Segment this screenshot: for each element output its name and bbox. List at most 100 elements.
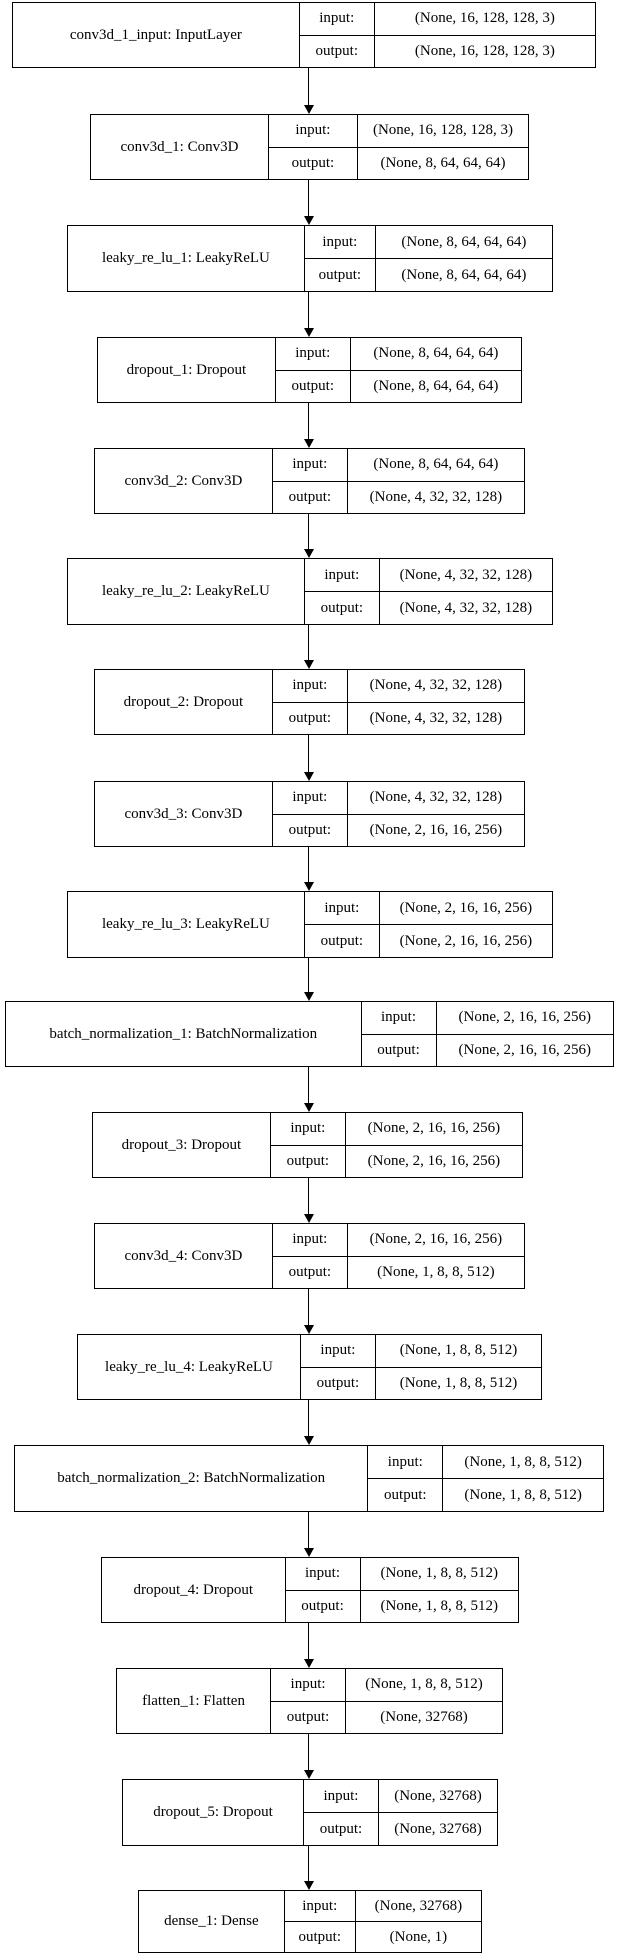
layer-name: dropout_3: Dropout [93, 1113, 271, 1177]
input-row: input:(None, 8, 64, 64, 64) [273, 449, 524, 481]
output-row: output: (None, 8, 64, 64, 64) [268, 146, 528, 179]
io-table: input: (None, 1, 8, 8, 512) output: (None, … [300, 1335, 541, 1399]
output-label: output: [304, 1813, 379, 1845]
output-row: output: (None, 1, 8, 8, 512) [272, 1255, 524, 1288]
io-table: input:(None, 2, 16, 16, 256)output:(None… [272, 1224, 524, 1288]
arrowhead-icon [304, 772, 314, 781]
output-label: output: [305, 925, 380, 957]
output-row: output: (None, 16, 128, 128, 3) [299, 34, 595, 67]
input-shape: (None, 1, 8, 8, 512) [365, 1676, 483, 1693]
input-label: input: [301, 1335, 376, 1367]
arrowhead-icon [304, 992, 314, 1001]
output-shape: (None, 8, 64, 64, 64) [380, 154, 506, 171]
input-row: input:(None, 1, 8, 8, 512) [271, 1669, 502, 1701]
input-label: input: [269, 115, 358, 147]
input-label: input: [285, 1891, 356, 1921]
output-label: output: [300, 35, 375, 67]
arrowhead-icon [304, 1103, 314, 1112]
arrowhead-icon [304, 549, 314, 558]
layer-name: conv3d_3: Conv3D [95, 782, 273, 846]
arrowhead-icon [304, 1436, 314, 1445]
layer-name: dropout_5: Dropout [123, 1780, 304, 1845]
output-shape: (None, 1, 8, 8, 512) [377, 1263, 495, 1280]
arrowhead-icon [304, 328, 314, 337]
layer-name: leaky_re_lu_1: LeakyReLU [68, 226, 305, 291]
io-table: input: (None, 16, 128, 128, 3) output: (Non… [268, 115, 528, 179]
input-shape: (None, 16, 128, 128, 3) [372, 122, 513, 139]
input-shape: (None, 4, 32, 32, 128) [369, 789, 503, 806]
layer-name: dense_1: Dense [139, 1891, 285, 1952]
output-row: output:(None, 1) [284, 1921, 481, 1952]
input-label: input: [276, 338, 351, 370]
output-label: output: [273, 1256, 348, 1288]
input-shape: (None, 8, 64, 64, 64) [373, 345, 499, 362]
output-shape: (None, 4, 32, 32, 128) [399, 599, 533, 616]
io-table: input:(None, 4, 32, 32, 128)output:(None… [272, 670, 524, 734]
io-table: input: (None, 8, 64, 64, 64) output:(None,… [275, 338, 521, 402]
output-label: output: [273, 481, 348, 513]
io-table: input:(None, 2, 16, 16, 256)output:(None… [361, 1002, 614, 1066]
io-table: input:(None, 1, 8, 8, 512)output:(None, … [285, 1558, 518, 1622]
io-table: input:(None, 4, 32, 32, 128)output:(None… [272, 782, 524, 846]
arrowhead-icon [304, 1548, 314, 1557]
output-label: output: [301, 1367, 376, 1399]
connector-line [308, 1067, 310, 1103]
output-label: output: [269, 147, 358, 179]
output-label: output: [362, 1034, 437, 1066]
output-shape: (None, 1) [389, 1928, 448, 1945]
io-table: input:(None, 1, 8, 8, 512)output:(None, … [271, 1669, 502, 1733]
input-label: input: [305, 226, 376, 258]
output-label: output: [273, 702, 348, 734]
input-row: input:(None, 4, 32, 32, 128) [305, 559, 552, 591]
input-label: input: [273, 449, 348, 481]
output-row: output:(None, 4, 32, 32, 128) [272, 701, 524, 734]
output-shape: (None, 1, 8, 8, 512) [399, 1374, 518, 1391]
output-row: output:(None, 4, 32, 32, 128) [304, 591, 552, 624]
connector-line [308, 1846, 310, 1881]
input-row: input:(None, 32768) [285, 1891, 481, 1921]
input-label: input: [368, 1446, 444, 1478]
layer-name: dropout_4: Dropout [102, 1558, 286, 1622]
output-shape: (None, 32768) [394, 1820, 482, 1837]
input-row: input:(None, 16, 128, 128, 3) [300, 3, 595, 35]
input-row: input:(None, 4, 32, 32, 128) [273, 782, 524, 814]
input-row: input: (None, 16, 128, 128, 3) [269, 115, 528, 147]
input-row: input:(None, 2, 16, 16, 256) [362, 1002, 614, 1034]
input-shape: (None, 1, 8, 8, 512) [399, 1342, 518, 1359]
output-shape: (None, 32768) [380, 1708, 468, 1725]
io-table: input:(None, 2, 16, 16, 256)output:(None… [270, 1113, 522, 1177]
output-row: output:(None, 8, 64, 64, 64) [275, 369, 521, 402]
output-shape: (None, 2, 16, 16, 256) [367, 1152, 501, 1169]
arrowhead-icon [304, 882, 314, 891]
output-row: output:(None, 2, 16, 16, 256) [270, 1144, 522, 1177]
input-shape: (None, 2, 16, 16, 256) [367, 1120, 501, 1137]
input-label: input: [300, 3, 375, 35]
input-row: input: (None, 8, 64, 64, 64) [276, 338, 521, 370]
arrowhead-icon [304, 216, 314, 225]
input-label: input: [271, 1113, 346, 1145]
output-row: output:(None, 4, 32, 32, 128) [272, 480, 524, 513]
layer-name: conv3d_1_input: InputLayer [13, 3, 300, 67]
io-table: input:(None, 8, 64, 64, 64)output:(None,… [272, 449, 524, 513]
arrowhead-icon [304, 439, 314, 448]
output-row: output:(None, 1, 8, 8, 512) [285, 1589, 518, 1622]
connector-line [308, 68, 310, 105]
io-table: input:(None, 1, 8, 8, 512)output:(None, … [368, 1446, 603, 1511]
input-shape: (None, 2, 16, 16, 256) [399, 899, 533, 916]
arrowhead-icon [304, 1214, 314, 1223]
input-row: input: (None, 1, 8, 8, 512) [301, 1335, 541, 1367]
connector-line [308, 1734, 310, 1770]
connector-line [308, 1178, 310, 1214]
io-table: input:(None, 4, 32, 32, 128)output:(None… [304, 559, 552, 624]
connector-line [308, 625, 310, 660]
input-row: input:(None, 1, 8, 8, 512) [368, 1446, 603, 1478]
arrowhead-icon [304, 1659, 314, 1668]
output-shape: (None, 16, 128, 128, 3) [414, 42, 555, 59]
